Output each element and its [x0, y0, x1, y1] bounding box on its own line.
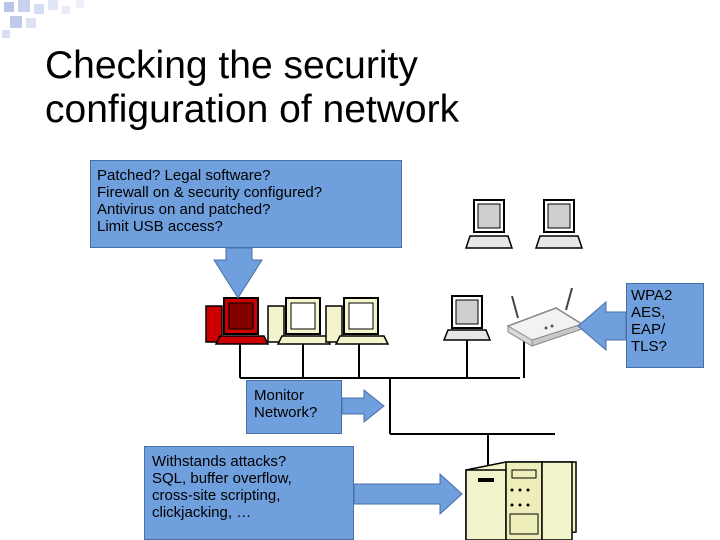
callout-line: EAP/: [631, 321, 666, 338]
title-line-1: Checking the security: [45, 44, 418, 87]
monitor-network-callout: Monitor Network?: [246, 380, 342, 434]
monitor-icon: [267, 297, 332, 345]
arrow-right-icon: [353, 472, 463, 516]
wifi-security-callout: WPA2 AES, EAP/ TLS?: [626, 283, 704, 368]
callout-line: Antivirus on and patched?: [97, 201, 271, 218]
arrow-down-icon: [213, 247, 263, 299]
callout-line: cross-site scripting,: [152, 487, 281, 504]
server-attacks-callout: Withstands attacks? SQL, buffer overflow…: [144, 446, 354, 540]
callout-line: TLS?: [631, 338, 667, 355]
callout-line: SQL, buffer overflow,: [152, 470, 292, 487]
callout-line: AES,: [631, 304, 666, 321]
monitor-icon: [464, 199, 514, 249]
monitor-icon: [325, 297, 390, 345]
callout-line: Withstands attacks?: [152, 453, 287, 470]
server-icon: [465, 461, 577, 540]
monitor-icon: [534, 199, 584, 249]
callout-line: clickjacking, …: [152, 504, 252, 521]
router-icon: [506, 287, 584, 347]
monitor-icon: [442, 295, 492, 341]
callout-line: Firewall on & security configured?: [97, 184, 323, 201]
infected-pc-icon: [205, 297, 270, 345]
endpoint-security-callout: Patched? Legal software? Firewall on & s…: [90, 160, 402, 248]
callout-line: WPA2: [631, 287, 673, 304]
callout-line: Patched? Legal software?: [97, 167, 271, 184]
callout-line: Limit USB access?: [97, 218, 223, 235]
arrow-left-icon: [577, 300, 627, 352]
arrow-right-icon: [341, 388, 385, 424]
callout-line: Network?: [254, 404, 318, 421]
title-line-2: configuration of network: [45, 88, 460, 131]
slide-title: Checking the security configuration of n…: [45, 44, 605, 132]
corner-decoration: [2, 0, 84, 38]
callout-line: Monitor: [254, 387, 305, 404]
